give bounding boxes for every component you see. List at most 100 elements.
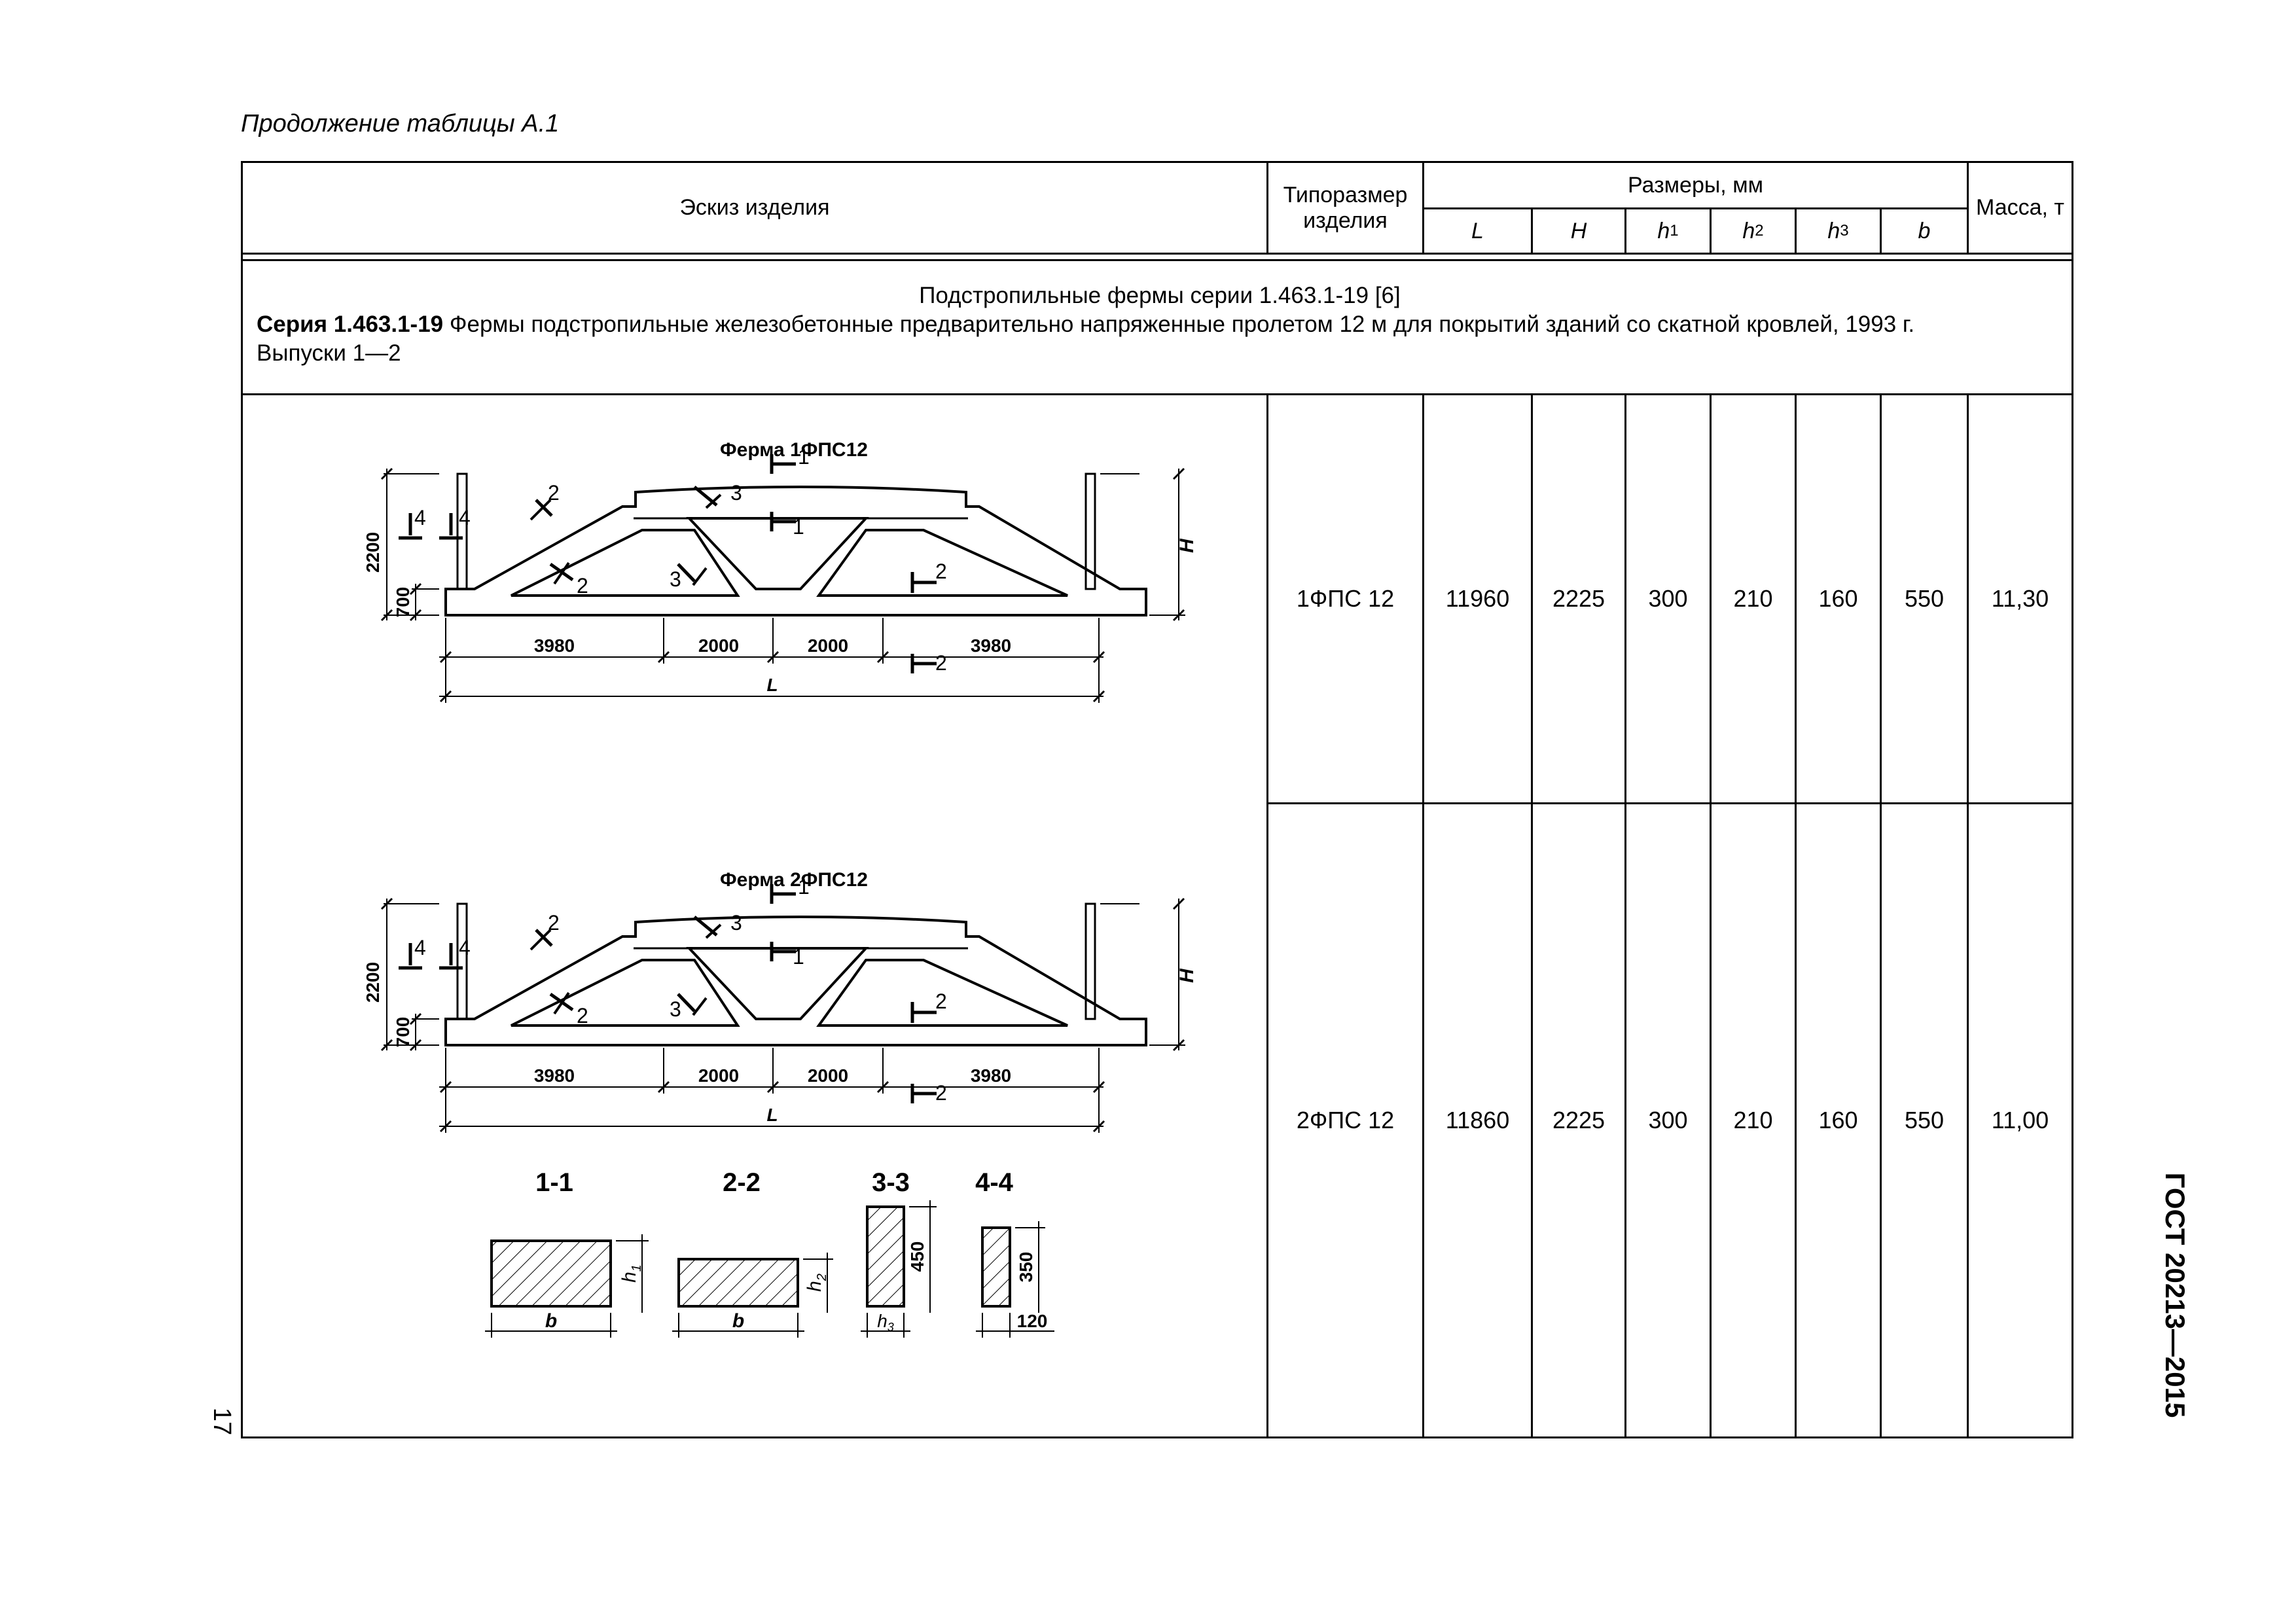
dim-H: H bbox=[1176, 538, 1198, 553]
row1-L: 11960 bbox=[1445, 585, 1510, 612]
mark-2: 2 bbox=[548, 481, 560, 505]
dim-3980: 3980 bbox=[971, 635, 1011, 656]
col-line bbox=[1967, 393, 1969, 1438]
series-description: Подстропильные фермы серии 1.463.1-19 [6… bbox=[257, 281, 2063, 368]
header-mass: Масса, т bbox=[1976, 195, 2064, 220]
mark-2: 2 bbox=[548, 911, 560, 935]
header-type-size: Типоразмер изделия bbox=[1268, 163, 1422, 253]
mark-3: 3 bbox=[730, 481, 742, 505]
mark-3: 3 bbox=[730, 911, 742, 935]
series-issues: Выпуски 1—2 bbox=[257, 340, 401, 366]
col-line bbox=[1531, 207, 1533, 255]
dim-2200: 2200 bbox=[363, 532, 383, 573]
dim-3980: 3980 bbox=[534, 1065, 575, 1086]
row-divider bbox=[1266, 802, 2073, 804]
col-line bbox=[1266, 393, 1268, 1438]
row2-H: 2225 bbox=[1552, 1107, 1605, 1133]
row1-h1: 300 bbox=[1648, 585, 1688, 612]
dim-3980: 3980 bbox=[534, 635, 575, 656]
col-line bbox=[1967, 161, 1969, 255]
row1-b: 550 bbox=[1904, 585, 1945, 612]
series-title: Подстропильные фермы серии 1.463.1-19 [6… bbox=[919, 283, 1401, 308]
row1-type: 1ФПС 12 bbox=[1296, 585, 1395, 612]
section-2-2 bbox=[677, 1258, 799, 1308]
col-line bbox=[1710, 207, 1712, 255]
dim-3980: 3980 bbox=[971, 1065, 1011, 1086]
mark-4: 4 bbox=[414, 936, 426, 959]
dim-700: 700 bbox=[393, 1017, 413, 1048]
mark-4: 4 bbox=[414, 506, 426, 529]
dim-L: L bbox=[766, 675, 778, 695]
header-type-size-line2: изделия bbox=[1303, 207, 1388, 233]
header-bottom-line-2 bbox=[241, 259, 2073, 261]
col-line bbox=[1795, 393, 1797, 1438]
col-line bbox=[1266, 161, 1268, 255]
section-3-3-title: 3-3 bbox=[872, 1168, 910, 1197]
mark-1: 1 bbox=[798, 445, 810, 469]
header-bottom-line bbox=[241, 253, 2073, 255]
header-col-L: L bbox=[1471, 218, 1484, 243]
section-4-4 bbox=[981, 1226, 1011, 1308]
dim-L: L bbox=[766, 1105, 778, 1125]
truss1-labels: 2200 700 H 3980 2000 2000 3980 L 1 1 2 2… bbox=[363, 445, 1198, 695]
col-line bbox=[1624, 393, 1626, 1438]
row1-h2: 210 bbox=[1733, 585, 1773, 612]
series-bottom-line bbox=[241, 393, 2073, 395]
mark-2: 2 bbox=[935, 1081, 947, 1105]
row2-h3: 160 bbox=[1818, 1107, 1858, 1133]
row2-b: 550 bbox=[1904, 1107, 1945, 1133]
dim-2000: 2000 bbox=[808, 635, 848, 656]
row2-L: 11860 bbox=[1445, 1107, 1510, 1133]
mark-2: 2 bbox=[577, 574, 588, 597]
cross-sections: 1-1 2-2 3-3 4-4 b h1 b h2 450 h3 bbox=[485, 1168, 1054, 1338]
mark-1: 1 bbox=[793, 515, 804, 539]
row2-mass: 11,00 bbox=[1991, 1107, 2049, 1133]
dim-2000: 2000 bbox=[808, 1065, 848, 1086]
header-sizes: Размеры, мм bbox=[1628, 172, 1763, 198]
table bbox=[241, 161, 2073, 1438]
header-col-H: H bbox=[1570, 218, 1587, 243]
series-bold: Серия 1.463.1-19 bbox=[257, 312, 444, 337]
table-caption: Продолжение таблицы А.1 bbox=[241, 110, 560, 137]
section-3-3 bbox=[866, 1205, 905, 1308]
col-line bbox=[1531, 393, 1533, 1438]
section-2-2-title: 2-2 bbox=[723, 1168, 761, 1197]
mark-2: 2 bbox=[935, 651, 947, 675]
truss-drawings: Ферма 1ФПС12 2200 700 H 3980 2000 2000 3… bbox=[363, 439, 1198, 1338]
mark-2: 2 bbox=[577, 1004, 588, 1027]
dim-350: 350 bbox=[1016, 1252, 1036, 1283]
section-1-1 bbox=[490, 1240, 612, 1308]
dim-H: H bbox=[1176, 968, 1198, 983]
dim-h2: h2 bbox=[804, 1274, 829, 1292]
dim-b: b bbox=[545, 1310, 557, 1332]
dim-2000: 2000 bbox=[698, 635, 739, 656]
header-type-size-line1: Типоразмер bbox=[1283, 182, 1408, 207]
mark-4: 4 bbox=[459, 506, 471, 529]
col-line bbox=[1422, 161, 1424, 255]
dim-h1: h1 bbox=[619, 1264, 644, 1283]
dim-2000: 2000 bbox=[698, 1065, 739, 1086]
header-sketch: Эскиз изделия bbox=[679, 195, 830, 220]
row2-h1: 300 bbox=[1648, 1107, 1688, 1133]
truss2-title: Ферма 2ФПС12 bbox=[720, 869, 868, 891]
dim-b: b bbox=[732, 1310, 744, 1332]
row2-type: 2ФПС 12 bbox=[1296, 1107, 1395, 1133]
row1-H: 2225 bbox=[1552, 585, 1605, 612]
row1-mass: 11,30 bbox=[1991, 585, 2049, 612]
dim-450: 450 bbox=[907, 1241, 927, 1272]
mark-2: 2 bbox=[935, 990, 947, 1013]
row2-h2: 210 bbox=[1733, 1107, 1773, 1133]
truss1-drawing bbox=[382, 454, 1185, 703]
mark-3: 3 bbox=[670, 567, 681, 591]
row1-h3: 160 bbox=[1818, 585, 1858, 612]
dim-120: 120 bbox=[1017, 1311, 1048, 1331]
truss2-labels: 2200 700 H 3980 2000 2000 3980 L 1 1 2 2… bbox=[363, 875, 1198, 1125]
series-text: Серия 1.463.1-19 Фермы подстропильные же… bbox=[257, 312, 1915, 337]
dim-700: 700 bbox=[393, 587, 413, 618]
mark-3: 3 bbox=[670, 997, 681, 1021]
col-line bbox=[1880, 207, 1882, 255]
page-number: 17 bbox=[208, 1407, 236, 1436]
